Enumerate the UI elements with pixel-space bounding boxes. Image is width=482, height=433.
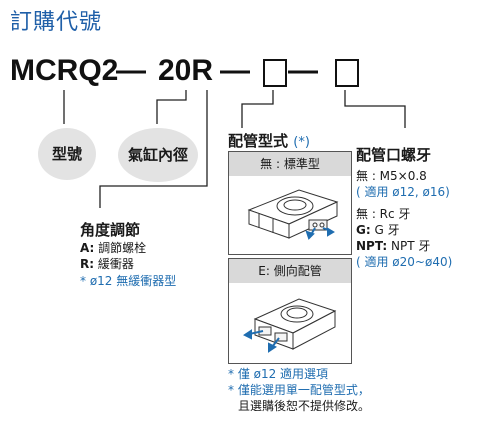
model-bubble: 型號: [38, 128, 96, 180]
piping-note-2: * 僅能選用單一配管型式，: [228, 383, 370, 397]
port-option-rc: 無 : Rc 牙: [356, 207, 411, 221]
code-model-prefix: MCRQ2: [10, 54, 119, 87]
piping-note-1: * 僅 ø12 適用選項: [228, 367, 329, 381]
port-heading: 配管口螺牙: [356, 146, 432, 164]
port-option-g-text: G 牙: [374, 223, 400, 237]
port-option-m5: 無 : M5×0.8: [356, 169, 427, 183]
port-option-g: G: G 牙: [356, 222, 400, 238]
code-dash-2: —: [220, 54, 250, 87]
page-title: 訂購代號: [10, 10, 103, 35]
piping-standard-panel: [228, 176, 352, 255]
piping-side-header: E: 側向配管: [228, 258, 352, 284]
angle-option-a: A: 調節螺栓: [80, 240, 146, 256]
angle-option-a-text: 調節螺栓: [98, 241, 147, 255]
port-option-g-key: G:: [356, 223, 371, 237]
piping-standard-header: 無 : 標準型: [228, 151, 352, 177]
code-thread-option-box: [335, 59, 359, 87]
code-bore-size: 20R: [158, 54, 214, 87]
bore-bubble-label: 氣缸內徑: [127, 146, 188, 164]
side-piping-actuator-illustration: [243, 298, 337, 353]
angle-option-a-key: A:: [80, 241, 95, 255]
angle-heading: 角度調節: [80, 221, 141, 239]
angle-option-r-text: 緩衝器: [97, 257, 134, 271]
port-option-m5-note: ( 適用 ø12, ø16): [356, 185, 450, 199]
port-option-npt-key: NPT:: [356, 239, 388, 253]
bore-bubble: 氣缸內徑: [118, 128, 198, 182]
piping-heading-mark: (*): [293, 135, 310, 150]
model-bubble-label: 型號: [51, 145, 82, 163]
standard-actuator-illustration: [247, 189, 339, 240]
port-option-npt-text: NPT 牙: [391, 239, 431, 253]
piping-side-panel: [228, 283, 352, 364]
port-option-npt-note: ( 適用 ø20~ø40): [356, 255, 453, 269]
code-dash-1: —: [116, 54, 146, 87]
piping-heading: 配管型式 (*): [228, 130, 310, 151]
code-dash-3: —: [288, 54, 318, 87]
angle-option-r-key: R:: [80, 257, 95, 271]
angle-note: * ø12 無緩衝器型: [80, 274, 177, 288]
piping-note-3: 且選購後恕不提供修改。: [238, 399, 371, 413]
angle-option-r: R: 緩衝器: [80, 256, 134, 272]
code-piping-option-box: [263, 59, 287, 87]
port-option-npt: NPT: NPT 牙: [356, 238, 430, 254]
piping-heading-text: 配管型式: [228, 132, 289, 150]
